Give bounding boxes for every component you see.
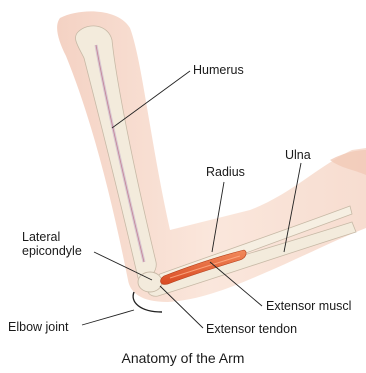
label-lateral-epicondyle-line1: Lateral [22, 230, 60, 244]
label-lateral-epicondyle-line2: epicondyle [22, 244, 82, 258]
figure-caption: Anatomy of the Arm [0, 350, 366, 366]
label-extensor-muscle: Extensor muscl [266, 299, 351, 313]
label-extensor-tendon: Extensor tendon [206, 322, 297, 336]
label-radius: Radius [206, 165, 245, 179]
label-elbow-joint: Elbow joint [8, 320, 68, 334]
label-ulna: Ulna [285, 148, 311, 162]
label-humerus: Humerus [193, 63, 244, 77]
